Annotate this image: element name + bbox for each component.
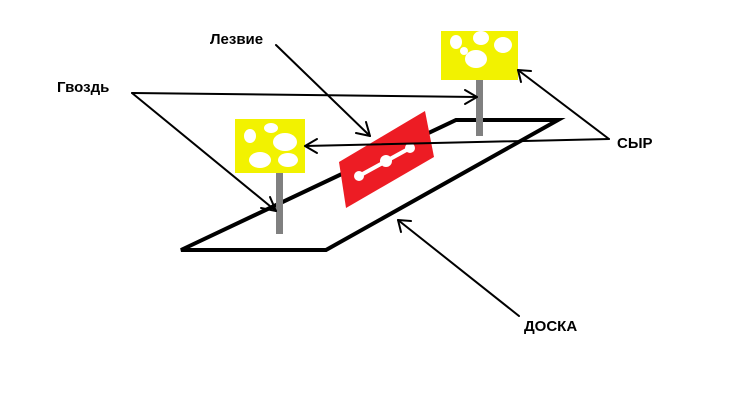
label-cheese: СЫР xyxy=(617,135,653,152)
cheese-left xyxy=(235,119,305,173)
arrow-cheese-to-right xyxy=(517,69,610,140)
label-blade: Лезвие xyxy=(210,31,264,48)
arrow-blade xyxy=(275,44,371,137)
nail-left xyxy=(276,170,283,234)
razor-blade xyxy=(339,111,434,208)
arrow-board xyxy=(397,219,520,317)
label-board: ДОСКА xyxy=(524,318,578,335)
label-nail: Гвоздь xyxy=(57,79,110,96)
arrow-nail-to-left-nail xyxy=(131,92,277,212)
arrow-cheese-to-left xyxy=(304,138,610,147)
nail-right xyxy=(476,76,483,136)
arrows xyxy=(131,44,610,317)
cheese-right xyxy=(441,31,518,80)
arrow-nail-to-right-nail xyxy=(131,92,478,98)
